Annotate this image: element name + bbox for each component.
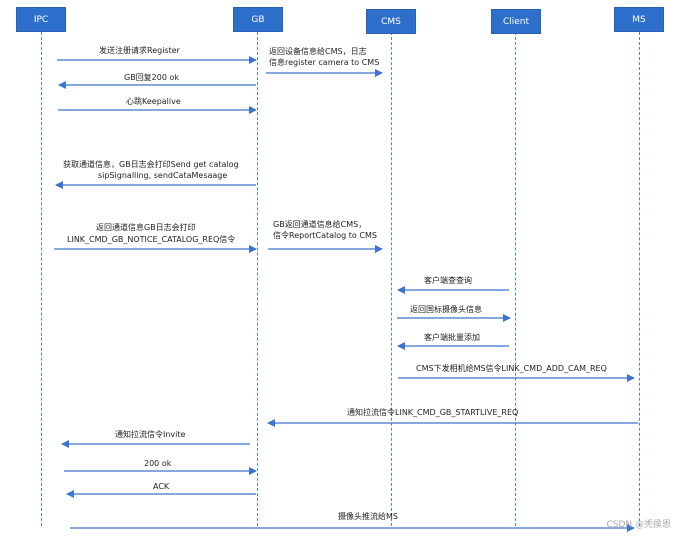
actor-gb-label: GB	[251, 14, 265, 25]
lifeline-ipc	[41, 32, 42, 526]
actor-cms: CMS	[366, 9, 416, 34]
actor-ipc-label: IPC	[33, 14, 49, 25]
actor-client: Client	[491, 9, 541, 34]
label-push-stream: 摄像头推流给MS	[338, 512, 398, 521]
label-get-catalog-line2: sipSignalling, sendCataMesaage	[98, 171, 228, 180]
lifeline-client	[515, 32, 516, 526]
label-report-catalog-line1: GB返回通道信息给CMS，	[273, 220, 367, 229]
label-notice-catalog-line2: LINK_CMD_GB_NOTICE_CATALOG_REQ信令	[67, 235, 236, 244]
lifeline-gb	[257, 32, 258, 526]
label-add-cam-req: CMS下发相机给MS信令LINK_CMD_ADD_CAM_REQ	[416, 364, 607, 373]
lifeline-ms	[639, 32, 640, 526]
actor-gb: GB	[233, 7, 283, 32]
label-register-camera-line2: 信息register camera to CMS	[269, 58, 380, 67]
label-report-catalog-line2: 信令ReportCatalog to CMS	[273, 231, 377, 240]
label-keepalive: 心跳Keepalive	[126, 97, 181, 106]
label-200ok-ipc: 200 ok	[144, 459, 172, 468]
watermark: CSDN @秃侯恩	[606, 520, 671, 530]
actor-client-label: Client	[502, 16, 530, 27]
label-ack: ACK	[153, 482, 170, 491]
actor-cms-label: CMS	[381, 16, 401, 27]
actor-ipc: IPC	[16, 7, 66, 32]
label-register-camera-line1: 返回设备信息给CMS，日志	[269, 47, 367, 56]
label-batch-add: 客户端批量添加	[424, 333, 480, 342]
label-notice-catalog-line1: 返回通道信息GB日志会打印	[96, 223, 196, 232]
lifeline-cms	[391, 32, 392, 526]
actor-ms-label: MS	[632, 14, 646, 25]
label-startlive-req: 通知拉流信令LINK_CMD_GB_STARTLIVE_REQ	[347, 408, 519, 417]
label-client-query: 客户端查查询	[424, 276, 472, 285]
label-get-catalog-line1: 获取通道信息，GB日志会打印Send get catalog	[63, 160, 239, 169]
label-register: 发送注册请求Register	[99, 46, 180, 55]
label-200ok-gb: GB回复200 ok	[124, 73, 180, 82]
actor-ms: MS	[614, 7, 664, 32]
label-camera-info: 返回国标摄像头信息	[410, 305, 482, 314]
label-invite: 通知拉流信令Invite	[115, 430, 186, 439]
